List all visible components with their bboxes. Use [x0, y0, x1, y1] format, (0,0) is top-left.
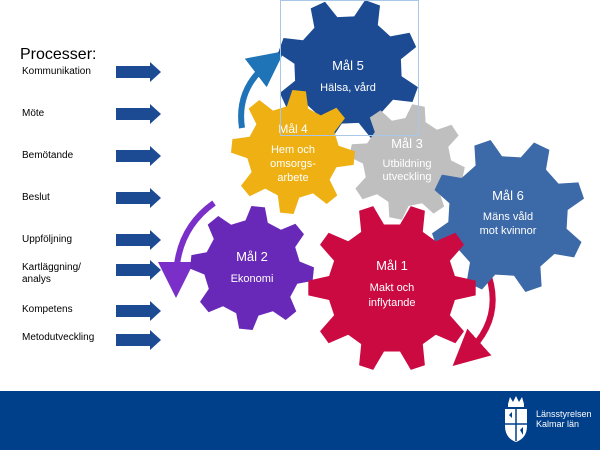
curved-arrow-blue [238, 51, 285, 129]
logo-line-1: Länsstyrelsen [536, 409, 592, 419]
process-arrow [116, 330, 161, 350]
process-label-line: Kommunikation [22, 66, 91, 77]
gear-mal1: Mål 1 Makt och inflytande [308, 206, 476, 370]
process-label: Kompetens [22, 304, 73, 316]
gear-label: Mål 2 [236, 249, 268, 264]
process-label: Uppföljning [22, 234, 72, 246]
gear-shape [308, 206, 476, 370]
process-label: Bemötande [22, 150, 73, 162]
logo-line-2: Kalmar län [536, 419, 580, 429]
process-arrow [116, 146, 161, 166]
gear-label: Mål 5 [332, 58, 364, 73]
gear-label: Mäns våld [483, 211, 533, 223]
process-label: Möte [22, 108, 44, 120]
gear-label: inflytande [368, 297, 415, 309]
gear-label: Makt och [370, 282, 415, 294]
process-label-line: Möte [22, 108, 45, 119]
process-arrow [116, 230, 161, 250]
process-label-line: Metodutveckling [22, 332, 95, 343]
gear-label: Mål 3 [391, 136, 423, 151]
process-label: Kartläggning/analys [22, 262, 81, 286]
process-label-line: analys [22, 274, 51, 285]
gear-label: Hem och [271, 144, 315, 156]
processes-title: Processer: [20, 46, 97, 63]
gear-label: omsorgs- [270, 158, 316, 170]
process-label-line: Kompetens [22, 304, 73, 315]
logo-text: Länsstyrelsen Kalmar län [536, 409, 592, 429]
gear-label: mot kvinnor [480, 225, 537, 237]
gear-label: Hälsa, vård [320, 82, 376, 94]
footer-bar [0, 391, 600, 450]
gear-shape [278, 0, 418, 140]
gear-label: arbete [277, 172, 308, 184]
gear-shape [190, 206, 314, 330]
gear-mal4: Mål 4 Hem och omsorgs-arbete [231, 90, 355, 214]
gear-mal2: Mål 2 Ekonomi [190, 206, 314, 330]
process-label-line: Beslut [22, 192, 50, 203]
gear-mal6: Mål 6 Mäns våld mot kvinnor [432, 140, 584, 292]
gear-label: Utbildning [383, 158, 432, 170]
gear-label: Mål 6 [492, 188, 524, 203]
gear-label: utveckling [383, 171, 432, 183]
gear-label: Mål 4 [278, 122, 308, 136]
process-arrow [116, 62, 161, 82]
process-label-line: Bemötande [22, 150, 74, 161]
process-label: Metodutveckling [22, 332, 94, 344]
process-label-line: Uppföljning [22, 234, 73, 245]
process-label: Kommunikation [22, 66, 91, 78]
crown-coat-of-arms-icon [505, 396, 527, 442]
gear-mal5: Mål 5 Hälsa, vård [278, 0, 418, 140]
gear-label: Ekonomi [231, 273, 274, 285]
process-arrow [116, 260, 161, 280]
process-arrow [116, 188, 161, 208]
gear-shape [231, 90, 355, 214]
gear-shape [432, 140, 584, 292]
process-label: Beslut [22, 192, 50, 204]
curved-arrow-purple [158, 200, 216, 298]
process-label-line: Kartläggning/ [22, 262, 81, 273]
process-arrow [116, 104, 161, 124]
process-arrow [116, 301, 161, 321]
gear-label: Mål 1 [376, 258, 408, 273]
